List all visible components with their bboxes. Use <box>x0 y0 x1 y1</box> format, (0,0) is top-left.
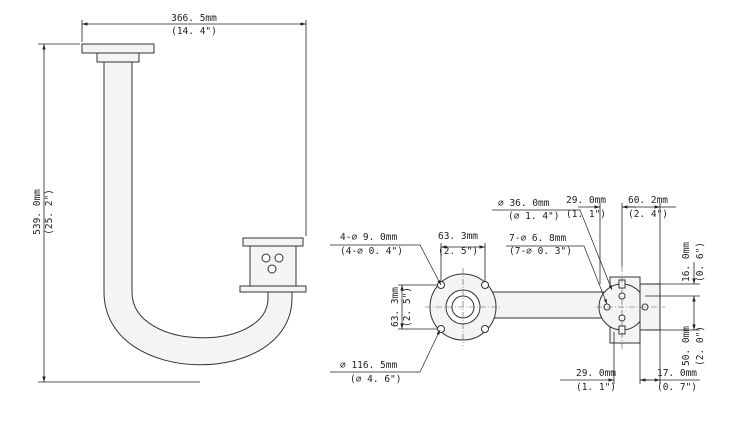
bracket-hole <box>267 264 277 274</box>
holes4-label-in: (4-∅ 0. 4") <box>340 246 403 257</box>
top-right-label-in: (2. 4") <box>628 209 668 220</box>
base-dia-label-in: (∅ 4. 6") <box>350 374 401 385</box>
top-left-label-mm: 29. 0mm <box>566 195 606 206</box>
holes7-label-in: (7-∅ 0. 3") <box>509 246 572 257</box>
end-bracket-plate <box>242 237 304 247</box>
top-left-label-in: (1. 1") <box>566 209 606 220</box>
width-label-in: (14. 4") <box>171 26 217 37</box>
bore-dia-label-mm: ∅ 36. 0mm <box>498 198 550 209</box>
side-view: 366. 5mm (14. 4") 539. 0mm (25. 2") <box>32 13 307 383</box>
bottom-flange <box>239 285 307 293</box>
holes7-label-mm: 7-∅ 6. 8mm <box>509 233 566 244</box>
holes4-label-mm: 4-∅ 9. 0mm <box>340 232 397 243</box>
bore-dia-label-in: (∅ 1. 4") <box>508 211 559 222</box>
bottom-right-label-mm: 17. 0mm <box>657 368 697 379</box>
mount-hole <box>481 281 489 289</box>
j-tube-arm <box>103 61 293 366</box>
right-bottom-label-mm: 50. 0mm <box>681 326 692 366</box>
mount-hole <box>481 325 489 333</box>
right-top-label-mm: 16. 0mm <box>681 242 692 282</box>
right-top-label-in: (0. 6") <box>695 242 706 282</box>
bracket-hole <box>261 253 271 263</box>
spacing-h-label-in: (2. 5") <box>438 246 478 257</box>
bottom-left-label-in: (1. 1") <box>576 382 616 393</box>
arm-body-top-view <box>489 291 611 319</box>
bottom-left-label-mm: 29. 0mm <box>576 368 616 379</box>
width-label-mm: 366. 5mm <box>171 13 217 24</box>
top-view: 4-∅ 9. 0mm (4-∅ 0. 4") 63. 3mm (2. 5") 6… <box>330 195 706 393</box>
mount-hole <box>437 325 445 333</box>
spacing-h-label-mm: 63. 3mm <box>438 231 478 242</box>
bottom-right-label-in: (0. 7") <box>657 382 697 393</box>
top-plate-collar <box>96 52 140 63</box>
height-label-in: (25. 2") <box>44 189 55 235</box>
right-bottom-label-in: (2. 0") <box>695 326 706 366</box>
base-dia-label-mm: ∅ 116. 5mm <box>340 360 397 371</box>
spacing-v-label-in: (2. 5") <box>402 287 413 327</box>
top-right-label-mm: 60. 2mm <box>628 195 668 206</box>
top-mount-plate <box>81 43 155 54</box>
spacing-v-label-mm: 63. 3mm <box>390 287 401 327</box>
height-label-mm: 539. 0mm <box>32 189 43 235</box>
bracket-hole <box>274 253 284 263</box>
